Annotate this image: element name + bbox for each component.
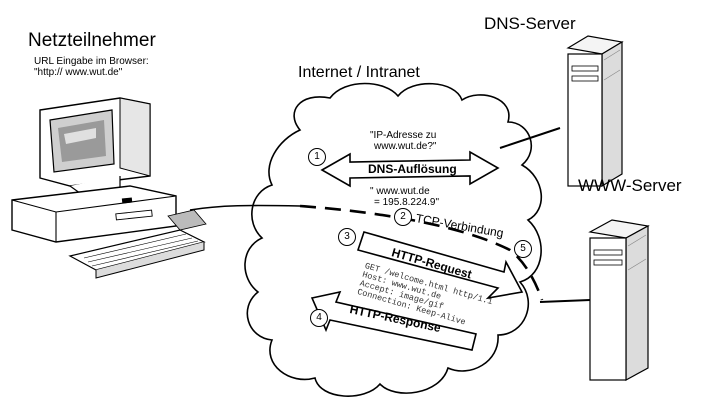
- computer-icon: [11, 97, 207, 279]
- step-badge-1: 1: [308, 148, 326, 166]
- participant-title: Netzteilnehmer: [28, 30, 156, 51]
- tcp-connection-line: [299, 204, 544, 301]
- dns-resolution-label: DNS-Auflösung: [368, 162, 457, 176]
- network-label: Internet / Intranet: [298, 64, 420, 81]
- dns-server-icon: [566, 35, 624, 188]
- dns-resolution-arrow: [320, 150, 500, 188]
- http-request-arrow: [356, 231, 524, 300]
- dns-answer-line2: = 195.8.224.9": [374, 197, 439, 208]
- www-server-label: WWW-Server: [578, 176, 682, 195]
- url-hint-line2: "http:// www.wut.de": [34, 67, 123, 78]
- www-server-icon: [588, 219, 650, 382]
- dns-question-line2: www.wut.de?": [374, 141, 437, 152]
- step-badge-4: 4: [310, 309, 328, 327]
- client-link-line: [189, 204, 301, 211]
- dns-link-line: [499, 127, 561, 149]
- dns-server-label: DNS-Server: [484, 14, 576, 33]
- dns-answer-line1: " www.wut.de: [370, 186, 430, 197]
- step-badge-5: 5: [514, 240, 532, 258]
- http-response-arrow: [310, 290, 477, 351]
- dns-question-line1: "IP-Adresse zu: [370, 130, 437, 141]
- www-link-line: [539, 299, 591, 303]
- url-hint-line1: URL Eingabe im Browser:: [34, 56, 149, 67]
- step-badge-2: 2: [394, 208, 412, 226]
- step-badge-3: 3: [338, 228, 356, 246]
